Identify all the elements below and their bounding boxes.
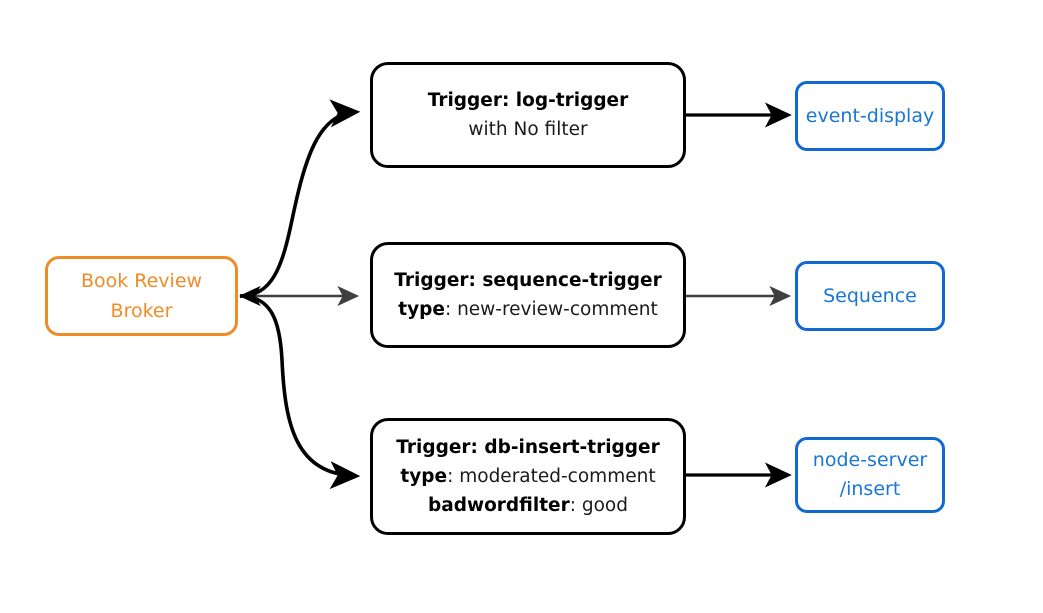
node-book-review-broker[interactable]: Book Review Broker	[45, 256, 238, 336]
target-event-display-label: event-display	[805, 104, 935, 127]
trigger-db-line1: Trigger: db-insert-trigger	[396, 433, 659, 462]
trigger-db-line3-rest: : good	[569, 495, 628, 516]
trigger-log-line2-rest: with No filter	[468, 119, 588, 140]
trigger-sequence-line2-rest: : new-review-comment	[444, 299, 658, 320]
trigger-log-line2: with No filter	[468, 115, 587, 144]
target-sequence-label: Sequence	[823, 284, 917, 307]
node-sequence[interactable]: Sequence	[795, 261, 945, 331]
trigger-sequence-line2-bold: type	[398, 299, 445, 320]
node-trigger-log-trigger[interactable]: Trigger: log-trigger with No filter	[370, 62, 686, 168]
target-node-server-label-line2: /insert	[839, 478, 901, 500]
node-trigger-sequence-trigger[interactable]: Trigger: sequence-trigger type: new-revi…	[370, 242, 686, 348]
edge-broker-to-db-insert-trigger	[239, 294, 361, 490]
node-trigger-db-insert-trigger[interactable]: Trigger: db-insert-trigger type: moderat…	[370, 418, 686, 535]
broker-label-line2: Broker	[110, 300, 173, 322]
trigger-db-line2-rest: : moderated-comment	[447, 466, 656, 487]
node-event-display[interactable]: event-display	[795, 81, 945, 151]
trigger-db-line3: badwordfilter: good	[428, 491, 628, 520]
trigger-sequence-line2: type: new-review-comment	[398, 295, 657, 324]
target-node-server-label-line1: node-server	[812, 449, 928, 471]
trigger-db-line1-bold: Trigger: db-insert-trigger	[396, 437, 660, 458]
broker-label-line1: Book Review	[80, 270, 203, 292]
trigger-log-line1-bold: Trigger: log-trigger	[427, 90, 629, 111]
trigger-sequence-line1-bold: Trigger: sequence-trigger	[394, 270, 662, 291]
trigger-log-line1: Trigger: log-trigger	[428, 86, 628, 115]
trigger-sequence-line1: Trigger: sequence-trigger	[394, 266, 661, 295]
trigger-db-line2: type: moderated-comment	[400, 462, 655, 491]
edge-broker-to-log-trigger	[239, 99, 361, 298]
node-node-server-insert[interactable]: node-server /insert	[795, 437, 945, 513]
trigger-db-line2-bold: type	[400, 466, 448, 487]
trigger-db-line3-bold: badwordfilter	[428, 495, 570, 516]
